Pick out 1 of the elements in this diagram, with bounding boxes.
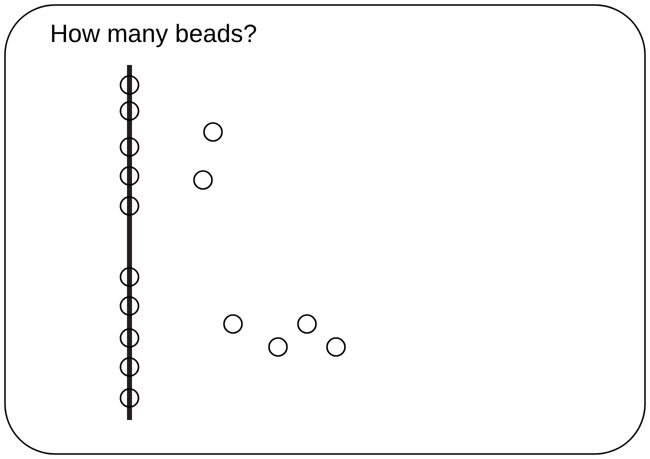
title: How many beads? [50,19,258,50]
